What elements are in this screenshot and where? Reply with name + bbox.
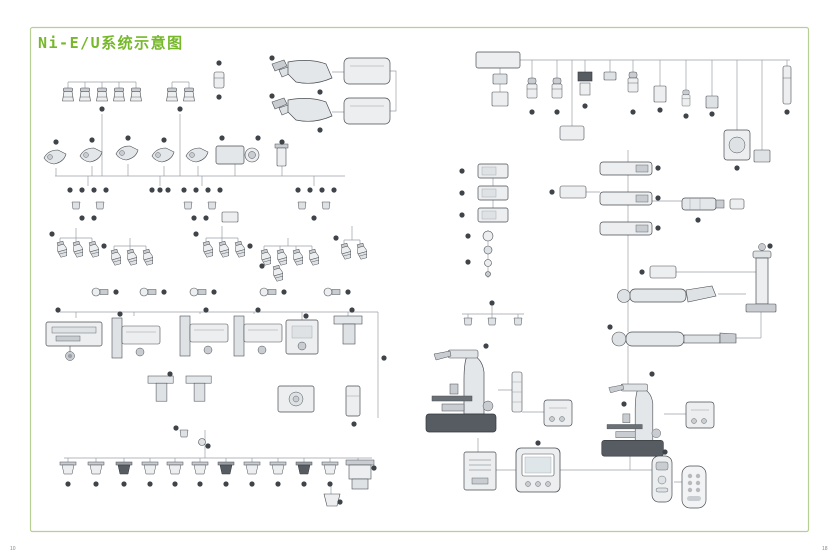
filter-cubes	[477, 163, 509, 223]
arms	[611, 265, 737, 347]
intermediate-heads	[43, 145, 209, 165]
stages	[45, 315, 363, 361]
focus-pillar	[745, 243, 777, 313]
power-supply	[463, 451, 497, 491]
lamphouses	[475, 51, 792, 141]
filter-wheel	[723, 129, 771, 163]
eyepieces	[62, 87, 195, 102]
page-number-left: 10	[10, 546, 16, 552]
tube-boxes	[343, 57, 391, 125]
microscope-body-right	[601, 383, 664, 457]
connector-lines	[55, 59, 790, 494]
page-border	[29, 26, 810, 533]
microscope-body-left	[425, 349, 497, 433]
binocular-tubes	[271, 59, 333, 122]
accessory-boxes	[543, 399, 715, 429]
page-title: Ni-E/U系统示意图	[38, 34, 184, 52]
stage-brackets	[147, 375, 361, 446]
auxiliary-lenses	[463, 317, 523, 326]
epi-fluorescence-attachment	[559, 161, 653, 236]
eyepiece-adapters	[213, 71, 225, 89]
label-markers	[49, 55, 790, 505]
condensers	[59, 461, 339, 475]
filter-sets	[482, 230, 494, 277]
page-number-right: 18	[822, 546, 828, 552]
controller	[515, 447, 561, 493]
camera-adapter	[215, 143, 289, 167]
large-condenser	[323, 459, 375, 507]
projection-lens	[681, 197, 745, 211]
nosepiece-adapters	[71, 201, 331, 223]
focus-slider	[511, 371, 523, 413]
